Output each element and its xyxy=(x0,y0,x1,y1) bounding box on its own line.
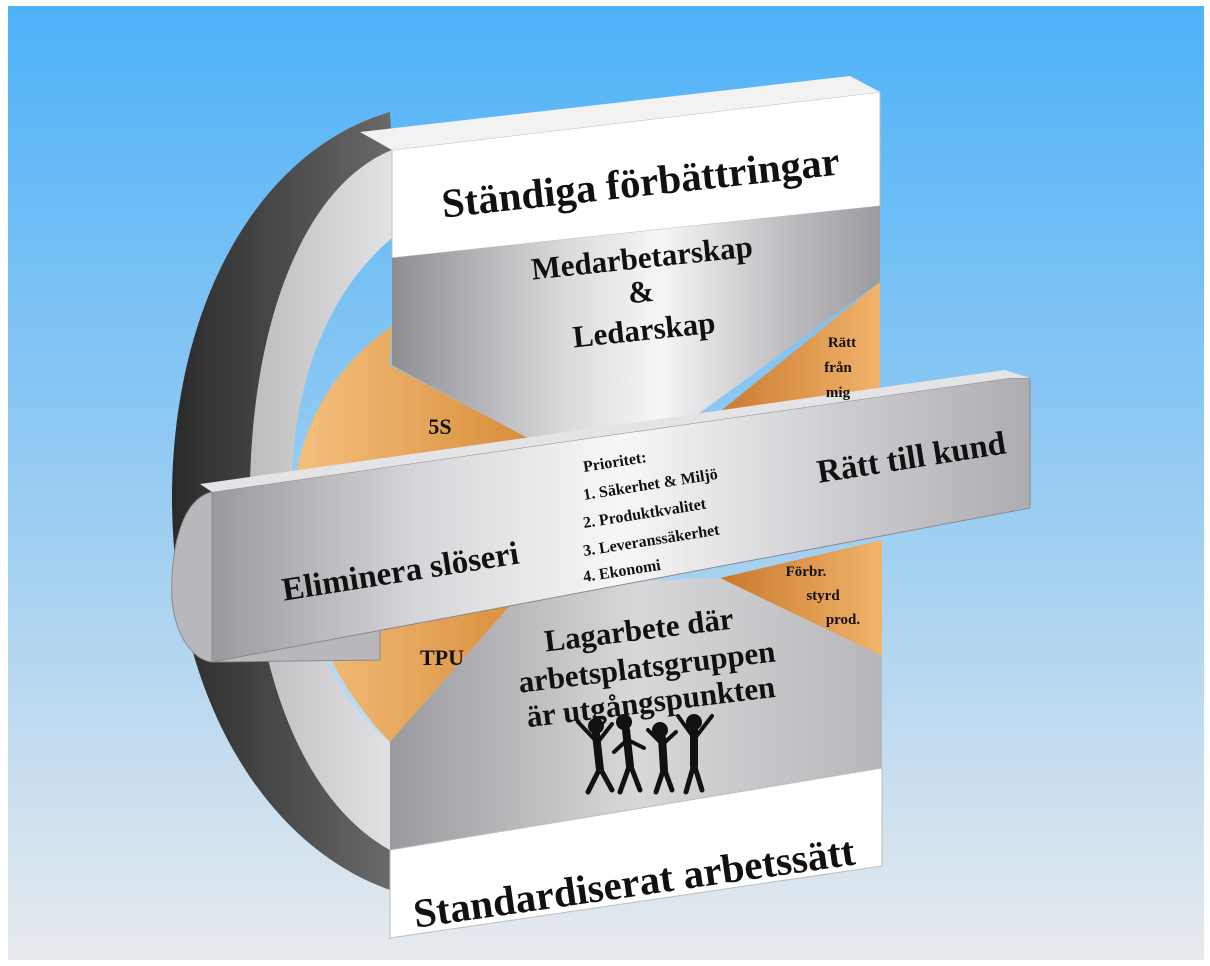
dancer-figure xyxy=(612,714,646,795)
top-band-top-edge xyxy=(360,76,880,150)
segment-ratt-fran-mig xyxy=(712,282,880,418)
disc-outer-rim xyxy=(171,112,392,890)
disc-ring-face xyxy=(249,150,392,850)
dancer-figure xyxy=(646,722,678,795)
upper-pillar xyxy=(392,206,880,460)
dancing-team-icon xyxy=(576,714,714,795)
segment-ratt-line-1: Rätt xyxy=(828,335,856,351)
lower-pillar xyxy=(390,578,882,850)
dancer-figure xyxy=(576,718,615,795)
segment-tpu-label: TPU xyxy=(420,645,464,670)
segment-forbr-line-2: styrd xyxy=(806,588,840,604)
bottom-band xyxy=(389,767,883,939)
segment-forbr-line-3: prod. xyxy=(826,612,861,628)
segment-forbr-line-1: Förbr. xyxy=(786,564,827,580)
segment-ratt-line-2: från xyxy=(824,360,852,376)
segment-ratt-line-3: mig xyxy=(826,385,851,401)
dancer-figure xyxy=(676,714,714,795)
upper-pillar-line-2: & xyxy=(626,273,655,311)
segment-forbr-styrd-prod xyxy=(720,540,882,656)
segment-5s-label: 5S xyxy=(428,414,451,439)
bar-top-edge xyxy=(200,370,1030,492)
